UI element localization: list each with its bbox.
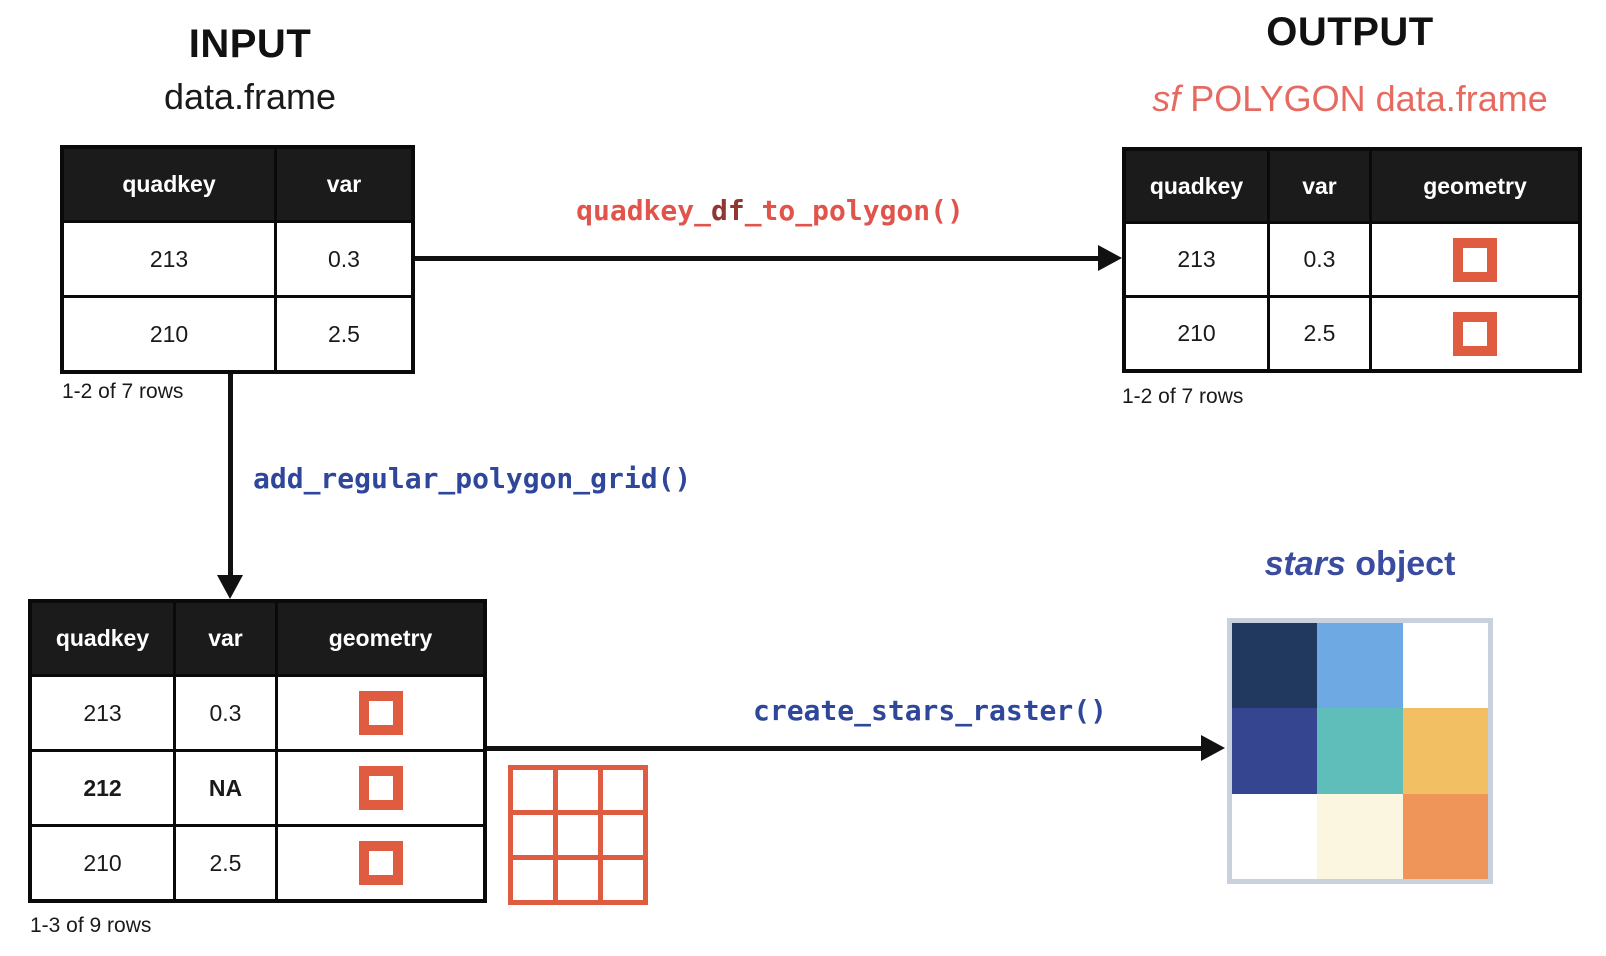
grid-cell [513, 815, 553, 855]
column-header: var [176, 603, 275, 674]
table-cell: 210 [64, 298, 274, 370]
polygon-icon [1453, 311, 1497, 356]
column-header: var [277, 149, 411, 220]
grid-cell [513, 860, 553, 900]
output-subtitle-sf: sf [1152, 78, 1181, 119]
arrow-intermediate-to-stars [487, 746, 1203, 751]
table-cell: 210 [1126, 298, 1267, 369]
grid-cell [558, 770, 598, 810]
output-table-caption: 1-2 of 7 rows [1122, 385, 1244, 408]
polygon-icon [358, 691, 403, 735]
table-cell: 2.5 [1270, 298, 1369, 369]
raster-cell [1317, 708, 1403, 794]
geometry-cell [1372, 298, 1578, 369]
polygon-icon [358, 766, 403, 810]
polygon-grid-icon [508, 765, 648, 905]
table-cell: 213 [1126, 224, 1267, 295]
geometry-cell [278, 677, 483, 749]
fn-label-highlight: df [710, 194, 745, 227]
table-cell: 210 [32, 827, 173, 899]
column-header: quadkey [1126, 151, 1267, 221]
column-header: geometry [1372, 151, 1578, 221]
quadkey-df-to-polygon-label: quadkey_df_to_polygon() [470, 194, 1070, 227]
table-cell: 213 [32, 677, 173, 749]
grid-cell [513, 770, 553, 810]
raster-cell [1317, 793, 1403, 879]
grid-cell [558, 860, 598, 900]
column-header: quadkey [64, 149, 274, 220]
table-cell: 0.3 [277, 223, 411, 295]
raster-cell [1232, 793, 1318, 879]
raster-cell [1232, 708, 1318, 794]
arrow-input-to-output [415, 256, 1105, 261]
arrowhead-right-icon [1201, 735, 1225, 761]
table-cell: 0.3 [1270, 224, 1369, 295]
input-title: INPUT [188, 22, 312, 66]
raster-cell [1317, 623, 1403, 709]
grid-cell [603, 815, 643, 855]
arrow-input-to-intermediate [228, 374, 233, 577]
column-header: quadkey [32, 603, 173, 674]
table-cell: 0.3 [176, 677, 275, 749]
output-subtitle: sf POLYGON data.frame [1100, 78, 1600, 120]
grid-cell [558, 815, 598, 855]
input-subtitle: data.frame [163, 76, 337, 117]
output-title: OUTPUT [1266, 10, 1434, 54]
polygon-icon [358, 841, 403, 885]
geometry-cell [278, 827, 483, 899]
stars-title-italic: stars [1264, 545, 1346, 583]
input-table-caption: 1-2 of 7 rows [62, 380, 184, 403]
table-cell: 212 [32, 752, 173, 824]
fn-label-part: _to_polygon() [744, 194, 964, 227]
column-header: var [1270, 151, 1369, 221]
stars-object-title: stars object [1160, 545, 1560, 584]
intermediate-table-caption: 1-3 of 9 rows [30, 914, 152, 937]
table-cell: 2.5 [277, 298, 411, 370]
output-subtitle-rest: POLYGON data.frame [1180, 78, 1548, 119]
fn-label-part: quadkey_ [576, 194, 711, 227]
add-regular-polygon-grid-label: add_regular_polygon_grid() [253, 462, 692, 495]
table-cell: NA [176, 752, 275, 824]
stars-title-rest: object [1345, 545, 1456, 583]
arrowhead-down-icon [217, 575, 243, 599]
polygon-icon [1453, 237, 1497, 282]
raster-cell [1402, 708, 1488, 794]
create-stars-raster-label: create_stars_raster() [752, 694, 1107, 727]
table-cell: 213 [64, 223, 274, 295]
table-cell: 2.5 [176, 827, 275, 899]
geometry-cell [1372, 224, 1578, 295]
raster-cell [1232, 623, 1318, 709]
arrowhead-right-icon [1098, 245, 1122, 271]
column-header: geometry [278, 603, 483, 674]
raster-cell [1402, 623, 1488, 709]
stars-raster-grid [1227, 618, 1493, 884]
raster-cell [1402, 793, 1488, 879]
grid-cell [603, 860, 643, 900]
grid-cell [603, 770, 643, 810]
geometry-cell [278, 752, 483, 824]
